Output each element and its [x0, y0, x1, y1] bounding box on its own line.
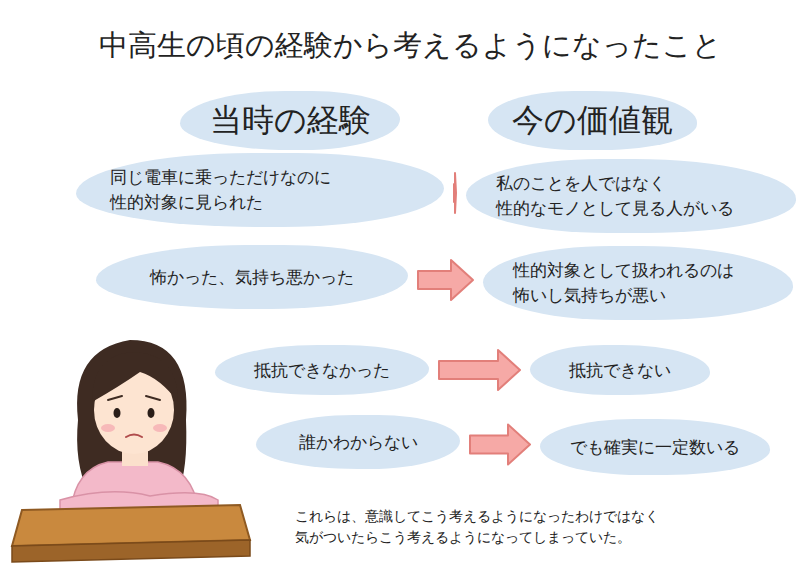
- title: 中高生の頃の経験から考えるようになったこと: [99, 24, 722, 68]
- block-arrow: [454, 173, 456, 213]
- blob-text: 怖かった、気持ち悪かった: [150, 265, 354, 290]
- text-blob: 抵抗できなかった: [215, 345, 429, 395]
- desk-top: [12, 505, 250, 546]
- blob-text: でも確実に一定数いる: [570, 435, 740, 460]
- text-blob: 同じ電車に乗っただけなのに 性的対象に見られた: [76, 153, 444, 227]
- blob-text: 抵抗できない: [569, 358, 671, 383]
- blob-text: 同じ電車に乗っただけなのに 性的対象に見られた: [110, 165, 410, 214]
- blob-text: 抵抗できなかった: [254, 358, 390, 383]
- text-blob: でも確実に一定数いる: [540, 419, 770, 475]
- desk-edge: [12, 540, 250, 562]
- bangs: [92, 352, 178, 402]
- text-blob: 性的対象として扱われるのは 怖いし気持ちが悪い: [483, 246, 793, 320]
- blob-text: 誰かわからない: [299, 430, 418, 455]
- text-blob: 私のことを人ではなく 性的なモノとして見る人がいる: [466, 159, 796, 233]
- column-header: 今の価値観: [512, 97, 673, 143]
- column-header-blob: 今の価値観: [488, 91, 697, 150]
- blob-text: 性的対象として扱われるのは 怖いし気持ちが悪い: [513, 258, 763, 307]
- text-blob: 怖かった、気持ち悪かった: [96, 245, 408, 309]
- text-blob: 抵抗できない: [530, 345, 710, 395]
- block-arrow: [418, 260, 473, 300]
- block-arrow: [470, 425, 530, 465]
- blob-text: 私のことを人ではなく 性的なモノとして見る人がいる: [496, 171, 766, 220]
- column-header: 当時の経験: [210, 97, 371, 143]
- block-arrow: [439, 350, 520, 390]
- column-header-blob: 当時の経験: [180, 91, 400, 150]
- note: これらは、意識してこう考えるようになったわけではなく 気がついたらこう考えるよう…: [295, 506, 791, 548]
- text-blob: 誰かわからない: [256, 415, 460, 469]
